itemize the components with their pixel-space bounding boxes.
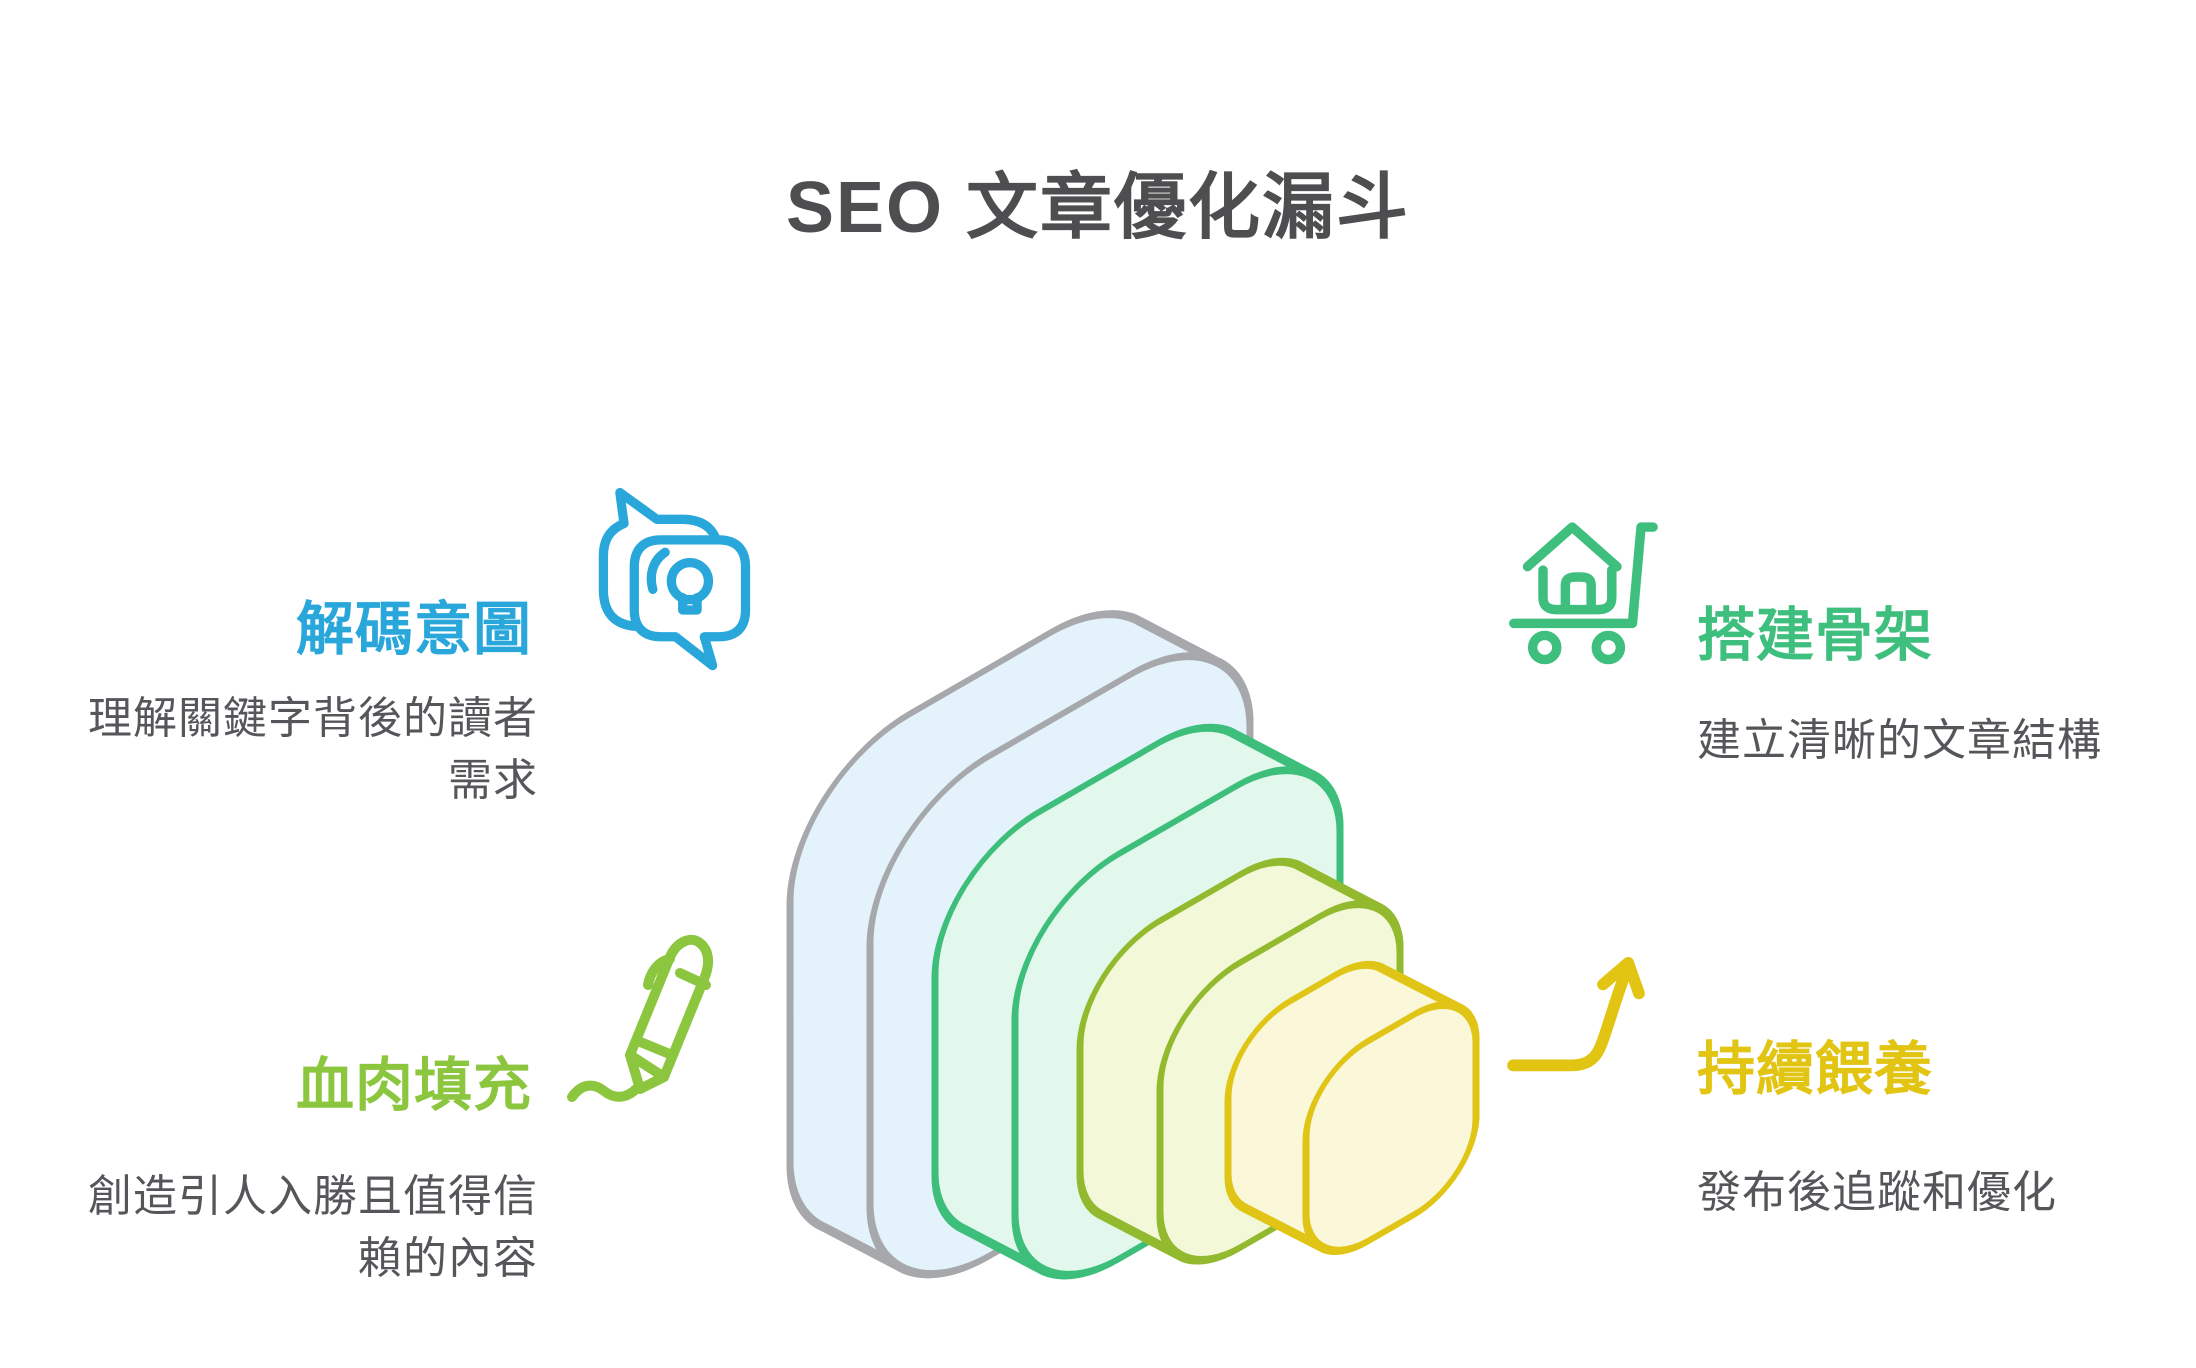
page-title: SEO 文章優化漏斗	[785, 168, 1411, 248]
trend-arrow-icon	[1507, 956, 1645, 1072]
feature-description-decode-intent: 理解關鍵字背後的讀者需求	[88, 694, 538, 805]
feature-description-flesh-fill: 創造引人入勝且值得信賴的內容	[88, 1172, 538, 1283]
house-cart-icon	[1509, 522, 1658, 665]
feature-heading-flesh-fill: 血肉填充	[295, 1053, 532, 1118]
chat-lightbulb-icon	[598, 487, 751, 671]
feature-heading-decode-intent: 解碼意圖	[295, 597, 532, 662]
funnel-layer-4	[1224, 960, 1480, 1255]
feature-description-continuous-feed: 發布後追蹤和優化	[1697, 1168, 2057, 1217]
pen-squiggle-icon	[567, 934, 714, 1102]
feature-description-build-skeleton: 建立清晰的文章結構	[1697, 716, 2102, 765]
feature-heading-build-skeleton: 搭建骨架	[1697, 603, 1934, 668]
feature-heading-continuous-feed: 持續餵養	[1697, 1037, 1934, 1102]
funnel-layer-4-front-face	[1302, 1000, 1480, 1255]
funnel-graphic	[786, 610, 1480, 1280]
